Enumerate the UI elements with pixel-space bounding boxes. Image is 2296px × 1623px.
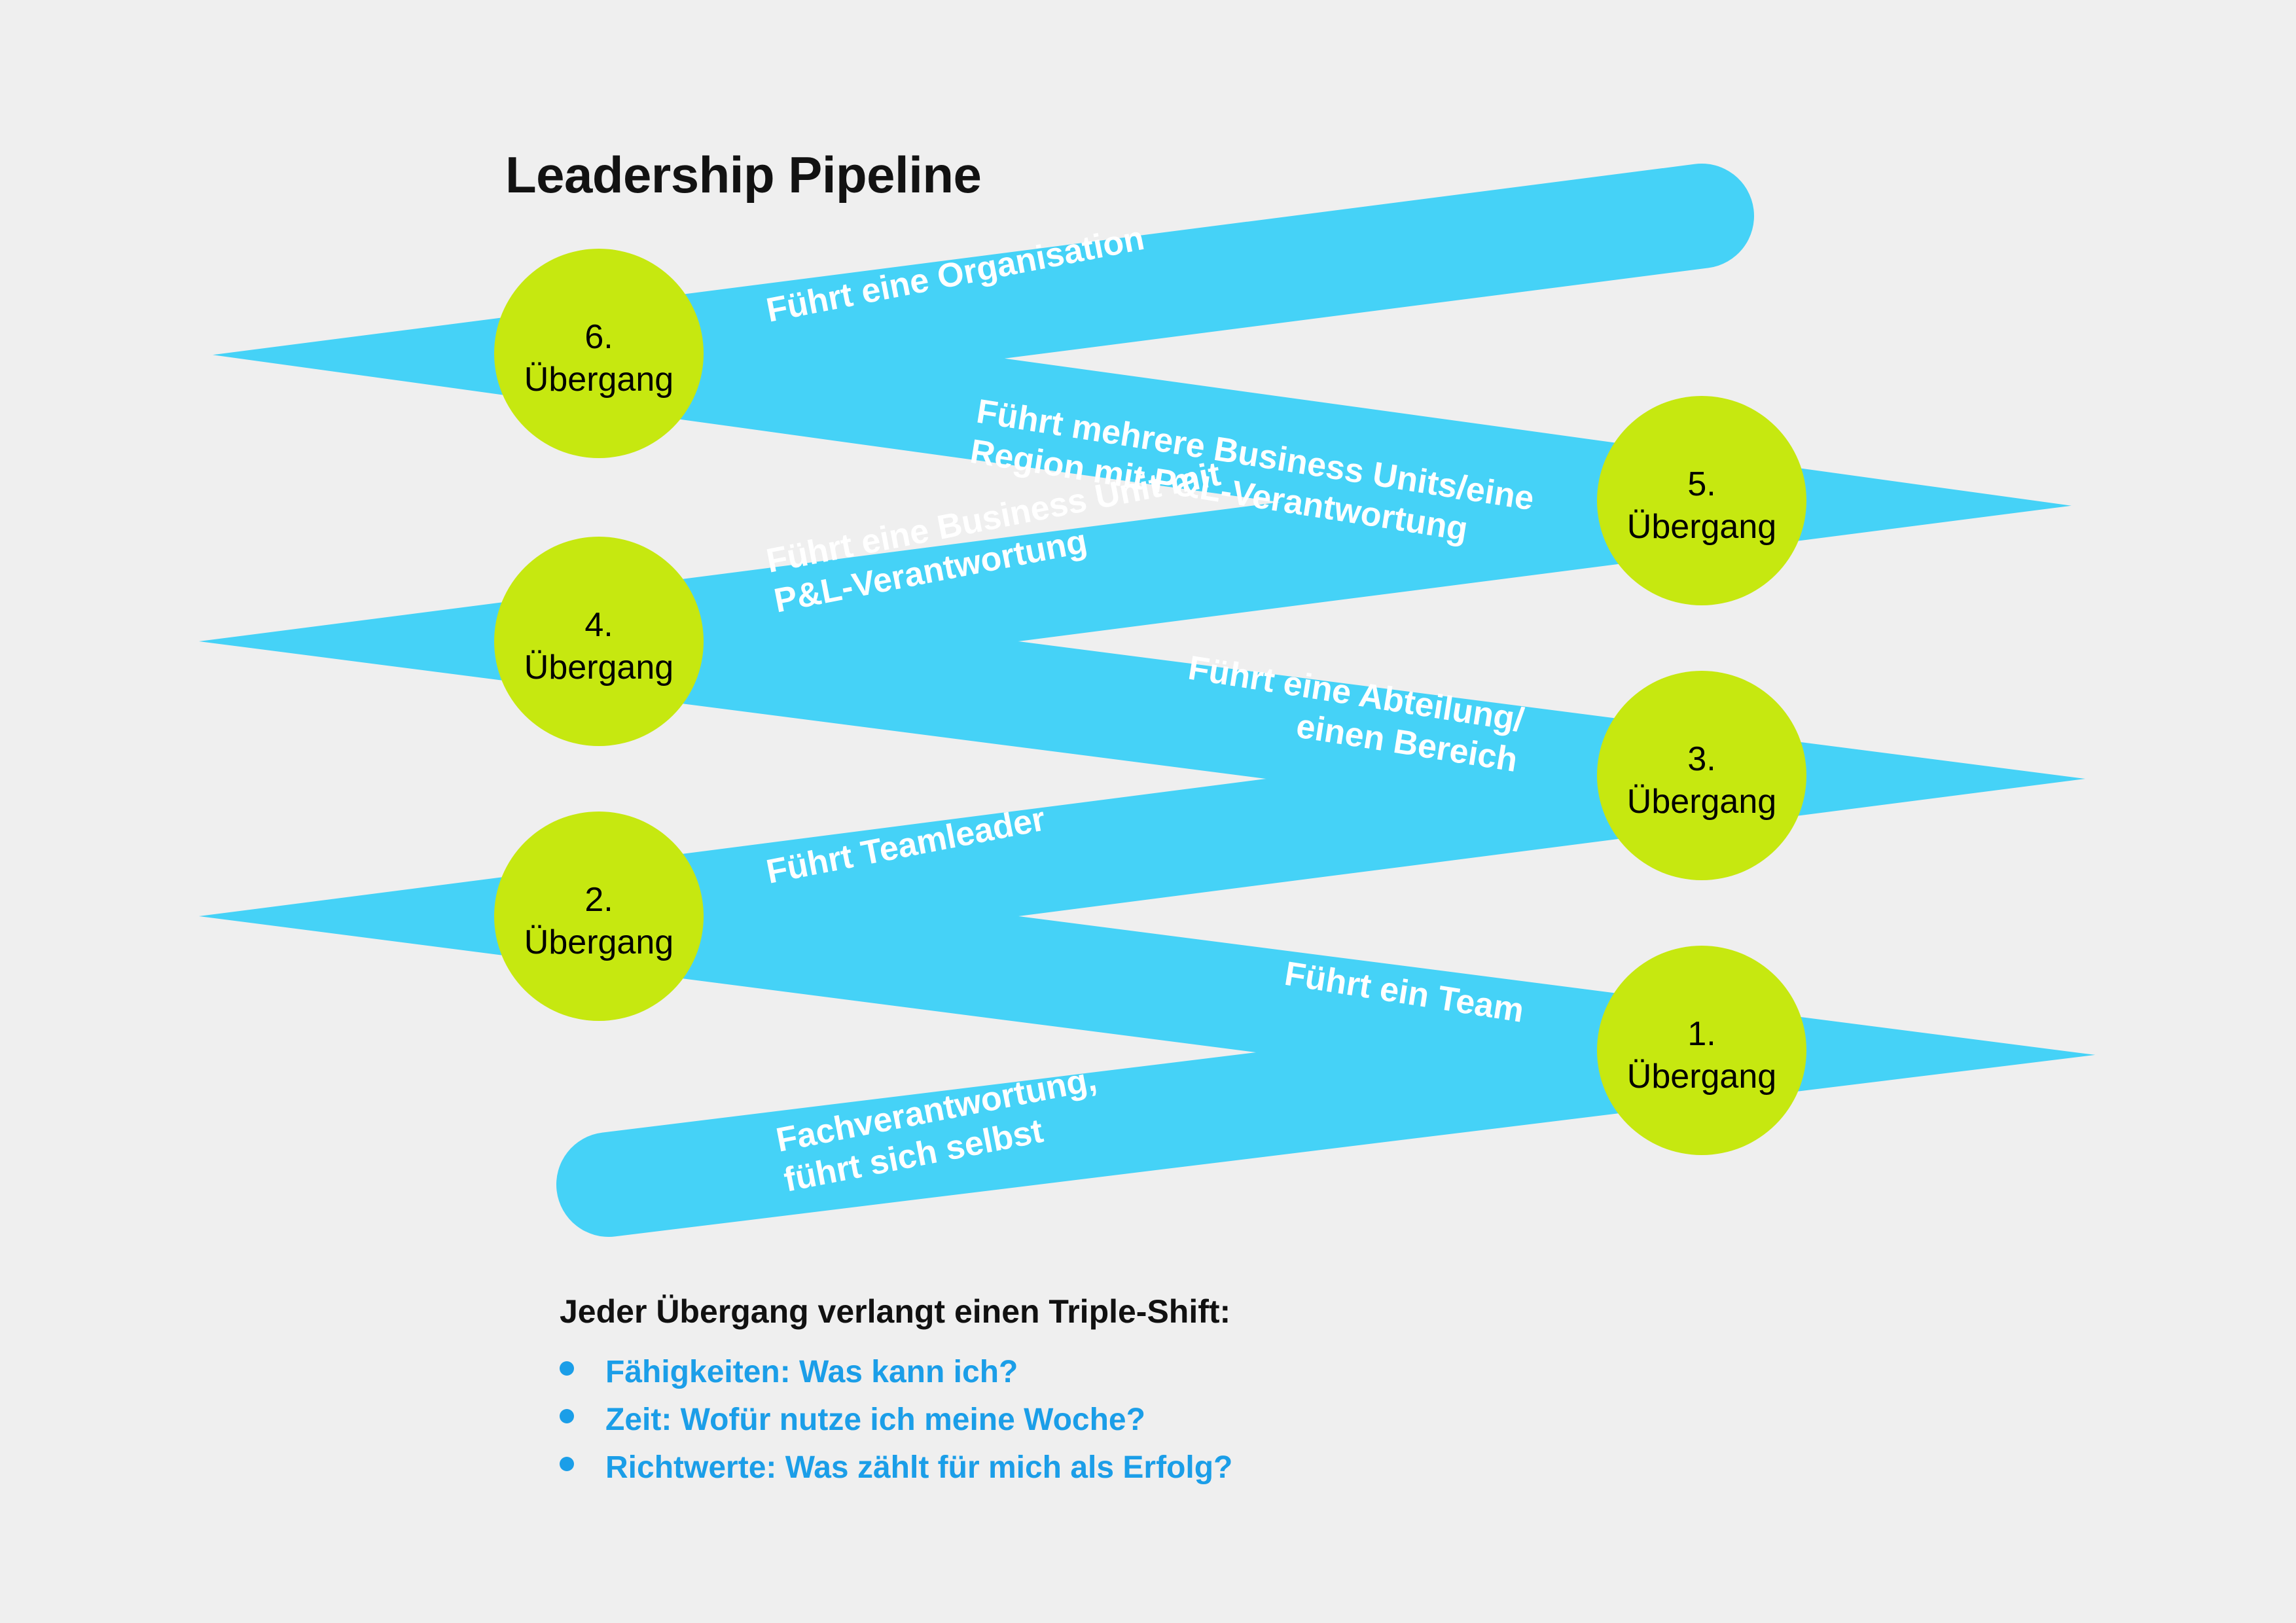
triple-shift-bullet-1: Fähigkeiten: Was kann ich? xyxy=(605,1355,1018,1389)
triple-shift-bullet-3: Richtwerte: Was zählt für mich als Erfol… xyxy=(605,1450,1233,1485)
transition-node-3-number: 3. xyxy=(1687,740,1715,778)
transition-node-4-word: Übergang xyxy=(524,649,673,687)
transition-node-1-circle[interactable] xyxy=(1597,946,1806,1155)
transition-node-5-circle[interactable] xyxy=(1597,396,1806,605)
bullet-dot-icon xyxy=(560,1409,574,1423)
triple-shift-section: Jeder Übergang verlangt einen Triple-Shi… xyxy=(560,1293,1869,1497)
transition-node-3[interactable]: 3. Übergang xyxy=(1597,671,1806,880)
transition-node-1[interactable]: 1. Übergang xyxy=(1597,946,1806,1155)
transition-node-2-word: Übergang xyxy=(524,923,673,961)
transition-node-5-number: 5. xyxy=(1687,465,1715,503)
transition-node-4-number: 4. xyxy=(584,606,613,644)
transition-node-1-number: 1. xyxy=(1687,1015,1715,1053)
transition-node-3-word: Übergang xyxy=(1627,783,1776,821)
transition-node-group: 6. Übergang 5. Übergang 4. Übergang 3. Ü… xyxy=(494,249,1806,1155)
transition-node-5-word: Übergang xyxy=(1627,508,1776,546)
bullet-dot-icon xyxy=(560,1361,574,1376)
transition-node-6-circle[interactable] xyxy=(494,249,704,458)
transition-node-2[interactable]: 2. Übergang xyxy=(494,812,704,1021)
triple-shift-heading: Jeder Übergang verlangt einen Triple-Shi… xyxy=(560,1293,1231,1330)
list-item: Richtwerte: Was zählt für mich als Erfol… xyxy=(560,1450,1869,1486)
transition-node-6[interactable]: 6. Übergang xyxy=(494,249,704,458)
transition-node-4[interactable]: 4. Übergang xyxy=(494,537,704,746)
pipeline-ribbon xyxy=(198,164,2096,1237)
transition-node-1-word: Übergang xyxy=(1627,1058,1776,1096)
list-item: Zeit: Wofür nutze ich meine Woche? xyxy=(560,1402,1869,1438)
transition-node-6-number: 6. xyxy=(584,318,613,356)
triple-shift-bullet-2: Zeit: Wofür nutze ich meine Woche? xyxy=(605,1402,1145,1437)
transition-node-6-word: Übergang xyxy=(524,361,673,399)
transition-node-2-circle[interactable] xyxy=(494,812,704,1021)
list-item: Fähigkeiten: Was kann ich? xyxy=(560,1354,1869,1390)
page-title: Leadership Pipeline xyxy=(505,146,982,204)
transition-node-2-number: 2. xyxy=(584,881,613,919)
transition-node-3-circle[interactable] xyxy=(1597,671,1806,880)
bullet-dot-icon xyxy=(560,1457,574,1471)
transition-node-5[interactable]: 5. Übergang xyxy=(1597,396,1806,605)
transition-node-4-circle[interactable] xyxy=(494,537,704,746)
